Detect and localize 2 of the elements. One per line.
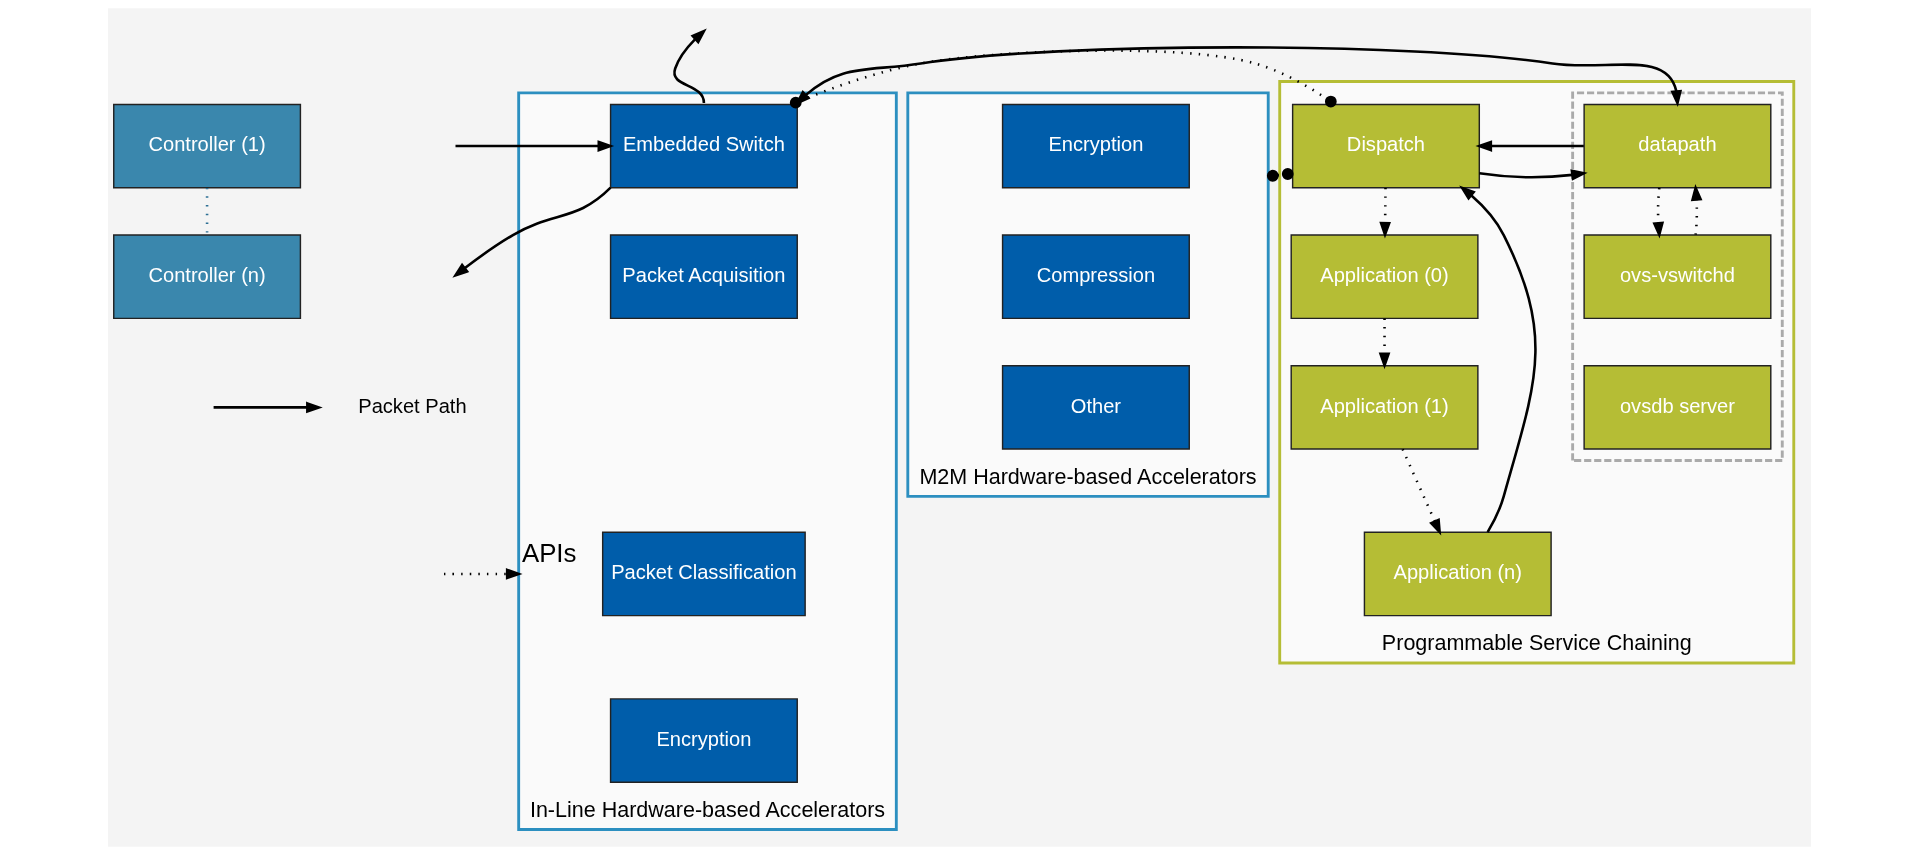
edge-label: APIs (521, 538, 577, 567)
legend-label: Packet Path (358, 394, 467, 417)
